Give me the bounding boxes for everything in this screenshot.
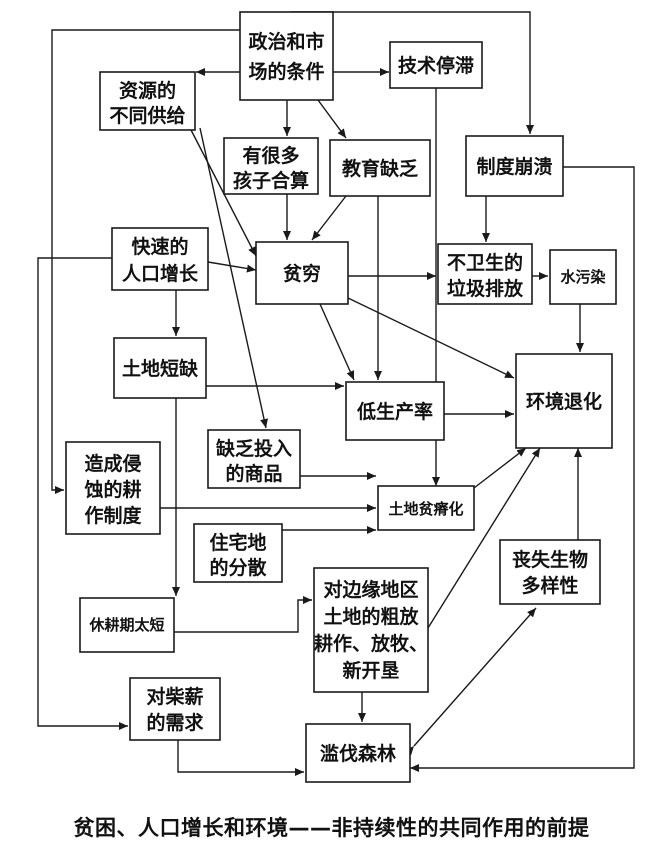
node-label: 丧失生物 (512, 548, 588, 571)
node-lack-education: 教育缺乏 (329, 139, 431, 197)
node-politics-market: 政治和市 场的条件 (239, 11, 334, 101)
node-label: 作制度 (84, 504, 142, 527)
node-label: 休耕期太短 (88, 616, 164, 634)
node-label: 有很多 (242, 144, 299, 167)
node-label: 土地的粗放 (323, 605, 419, 628)
edge-poverty-env (347, 297, 515, 379)
node-label: 政治和市 (248, 30, 324, 53)
node-label: 不卫生的 (447, 251, 523, 274)
node-short-fallow: 休耕期太短 (79, 597, 175, 653)
node-label: 住宅地 (209, 531, 266, 554)
node-label: 造成侵 (84, 452, 141, 475)
edge-politics-institution (290, 11, 534, 134)
node-firewood-demand: 对柴薪 的需求 (129, 677, 221, 741)
node-label: 对边缘地区 (323, 578, 418, 601)
edge-soil-env (473, 447, 527, 489)
node-deforestation: 滥伐森林 (305, 723, 411, 783)
edge-education-poverty (311, 195, 347, 241)
node-label: 缺乏投入 (216, 437, 292, 460)
node-label: 资源的 (119, 79, 176, 102)
node-label: 快速的 (131, 235, 188, 258)
node-label: 低生产率 (356, 400, 433, 423)
node-label: 蚀的耕 (83, 478, 141, 501)
node-many-children: 有很多 孩子合算 (223, 137, 319, 195)
node-label: 土地贫瘠化 (388, 500, 463, 518)
node-soil-infertility: 土地贫瘠化 (377, 485, 475, 531)
edge-poverty-lowprod (319, 303, 355, 381)
edge-resource-poverty (189, 127, 257, 257)
node-label: 的商品 (225, 462, 282, 485)
node-label: 耕作、放牧、 (314, 632, 428, 655)
figure-caption: 贫困、人口增长和环境——非持续性的共同作用的前提 (73, 816, 590, 840)
node-label: 技术停滞 (398, 54, 474, 77)
nodes: 政治和市 场的条件 技术停滞 资源的 不同供给 有很多 孩子合算 教育缺乏 制度… (65, 11, 617, 783)
node-label: 对柴薪 (146, 685, 203, 708)
edge-politics-education (317, 99, 347, 139)
node-label: 滥伐森林 (320, 742, 396, 765)
edge-firewood-deforest (177, 740, 304, 776)
node-label: 制度崩溃 (476, 155, 552, 178)
node-biodiversity-loss: 丧失生物 多样性 (499, 539, 601, 605)
edge-population-firewood (37, 257, 128, 730)
node-label: 土地短缺 (122, 357, 199, 380)
edge-deforest-biodiversity (405, 607, 537, 756)
node-resource-supply: 资源的 不同供给 (99, 71, 196, 131)
node-poverty: 贫穷 (255, 241, 349, 305)
edges (37, 11, 635, 776)
node-label: 孩子合算 (233, 169, 309, 192)
edge-institution-deforest (410, 166, 635, 772)
node-rapid-population: 快速的 人口增长 (111, 227, 209, 291)
node-label: 新开垦 (342, 659, 399, 682)
edge-resource-inputs (199, 127, 268, 429)
edge-population-poverty (207, 261, 257, 273)
node-tech-stagnation: 技术停滞 (389, 41, 483, 89)
node-label: 的分散 (209, 556, 266, 579)
node-label: 多样性 (521, 574, 578, 597)
node-label: 水污染 (560, 268, 606, 286)
node-water-pollution: 水污染 (549, 249, 617, 305)
node-low-productivity: 低生产率 (345, 381, 445, 441)
node-label: 场的条件 (248, 60, 324, 83)
node-unsanitary-waste: 不卫生的 垃圾排放 (437, 243, 533, 305)
node-land-shortage: 土地短缺 (113, 337, 207, 399)
node-marginal-land: 对边缘地区 土地的粗放 耕作、放牧、 新开垦 (313, 567, 429, 693)
node-lack-inputs: 缺乏投入 的商品 (207, 429, 301, 489)
node-label: 环境退化 (526, 390, 602, 413)
node-label: 的需求 (146, 711, 204, 734)
node-institution-collapse: 制度崩溃 (465, 135, 564, 197)
node-label: 教育缺乏 (342, 157, 418, 180)
edge-marginal-env (427, 447, 541, 629)
node-env-degradation: 环境退化 (515, 353, 613, 449)
node-erosive-farming: 造成侵 蚀的耕 作制度 (65, 441, 161, 535)
node-label: 贫穷 (283, 262, 321, 285)
node-label: 垃圾排放 (447, 277, 524, 300)
node-label: 人口增长 (122, 262, 199, 285)
node-label: 不同供给 (109, 104, 185, 127)
node-scattered-housing: 住宅地 的分散 (193, 523, 283, 583)
edge-politics-erosive (51, 29, 240, 494)
edge-fallow-marginal (174, 596, 312, 633)
